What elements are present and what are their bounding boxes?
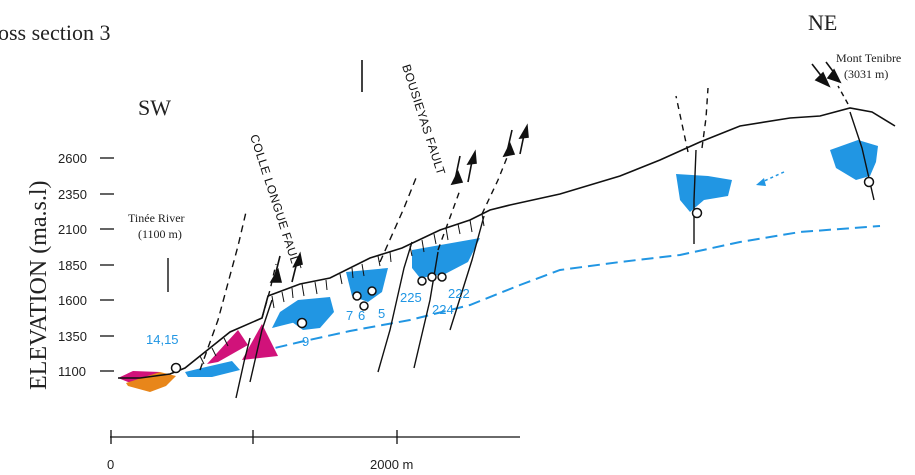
sample-points	[170, 176, 875, 374]
fault-solid-4	[449, 215, 485, 331]
blue-deposit-225	[412, 238, 480, 278]
blue-deposit-tinee	[185, 361, 240, 377]
magenta-body-2	[242, 324, 278, 360]
tinee-river-name: Tinée River	[128, 211, 185, 225]
sample-point-14-15	[170, 362, 182, 374]
blue-flow-arrow-9	[272, 313, 298, 328]
y-tick-label: 1600	[58, 293, 87, 308]
fault-arrow-pair-1	[269, 251, 303, 283]
fault-arrow-pair-2	[450, 149, 477, 186]
sample-label-5: 5	[378, 306, 385, 321]
fault-label-bousieyas: BOUSIEYAS FAULT	[399, 63, 448, 178]
fault-arrow-pair-3	[502, 123, 529, 158]
orientation-ne: NE	[808, 10, 837, 35]
y-tick-label: 1850	[58, 258, 87, 273]
blue-flow-arrow-ne	[761, 171, 785, 183]
blue-deposit-ne2	[830, 140, 878, 180]
dashed-ice-limit-line	[257, 225, 881, 353]
orientation-sw: SW	[138, 95, 171, 120]
fault-lines	[199, 85, 875, 399]
x-scale-label-2000: 2000 m	[370, 457, 413, 472]
sample-label-225: 225	[400, 290, 422, 305]
fault-solid-colle-longue	[235, 337, 251, 399]
fault-dashed-ne-a	[675, 95, 689, 153]
sample-point-7	[352, 291, 362, 301]
sample-point-6	[359, 301, 369, 311]
fault-label-colle-longue: COLLE LONGUE FAULT	[247, 133, 304, 273]
fault-solid-1	[249, 299, 273, 383]
sample-label-9: 9	[302, 334, 309, 349]
y-tick-label: 1100	[58, 364, 86, 379]
fault-dashed-1	[261, 263, 277, 319]
y-tick-label: 2600	[58, 151, 87, 166]
fault-solid-bousieyas	[377, 241, 413, 373]
orange-body	[126, 372, 176, 392]
sample-labels: 14,15 9 7 6 5 225 222 224	[146, 286, 470, 349]
sample-label-6: 6	[358, 308, 365, 323]
blue-flow-arrowhead-ne	[756, 178, 766, 186]
sample-point-222	[427, 272, 437, 282]
section-title: oss section 3	[0, 20, 110, 45]
blue-deposit-ne1	[676, 174, 732, 212]
y-tick-label: 2100	[58, 222, 87, 237]
sample-label-222: 222	[448, 286, 470, 301]
fault-solid-ne	[693, 149, 697, 244]
surface-hatching	[199, 213, 485, 365]
sample-point-5	[367, 286, 377, 296]
sample-point-ne1	[691, 207, 703, 219]
topographic-profile	[118, 107, 896, 379]
x-scale-label-0: 0	[107, 457, 114, 472]
fault-dashed-4	[481, 149, 511, 215]
x-scale-bar	[110, 430, 520, 444]
y-axis-label: ELEVATION (ma.s.l)	[26, 180, 52, 390]
sample-label-14-15: 14,15	[146, 332, 179, 347]
mont-tenibre-elevation: (3031 m)	[844, 67, 888, 81]
fault-dashed-3	[437, 189, 461, 251]
tinee-river-elevation: (1100 m)	[138, 227, 182, 241]
y-tick-labels: 2600 2350 2100 1850 1600 1350 1100	[58, 151, 87, 379]
sample-label-7: 7	[346, 308, 353, 323]
sample-label-224: 224	[432, 302, 454, 317]
sample-point-9	[296, 317, 308, 329]
mont-tenibre-name: Mont Tenibre	[836, 51, 901, 65]
y-tick-label: 2350	[58, 187, 87, 202]
y-axis	[100, 157, 114, 372]
y-tick-label: 1350	[58, 329, 87, 344]
sample-point-225	[417, 276, 427, 286]
fault-dashed-tenibre	[837, 85, 849, 105]
fault-solid-3	[413, 251, 439, 369]
magenta-body-1	[207, 330, 248, 364]
fault-arrow-pair-tenibre	[811, 61, 842, 88]
fault-dashed-colle-longue	[199, 211, 247, 371]
sample-point-ne2	[863, 176, 875, 188]
displacement-arrows	[269, 61, 842, 283]
sample-point-224	[437, 272, 447, 282]
